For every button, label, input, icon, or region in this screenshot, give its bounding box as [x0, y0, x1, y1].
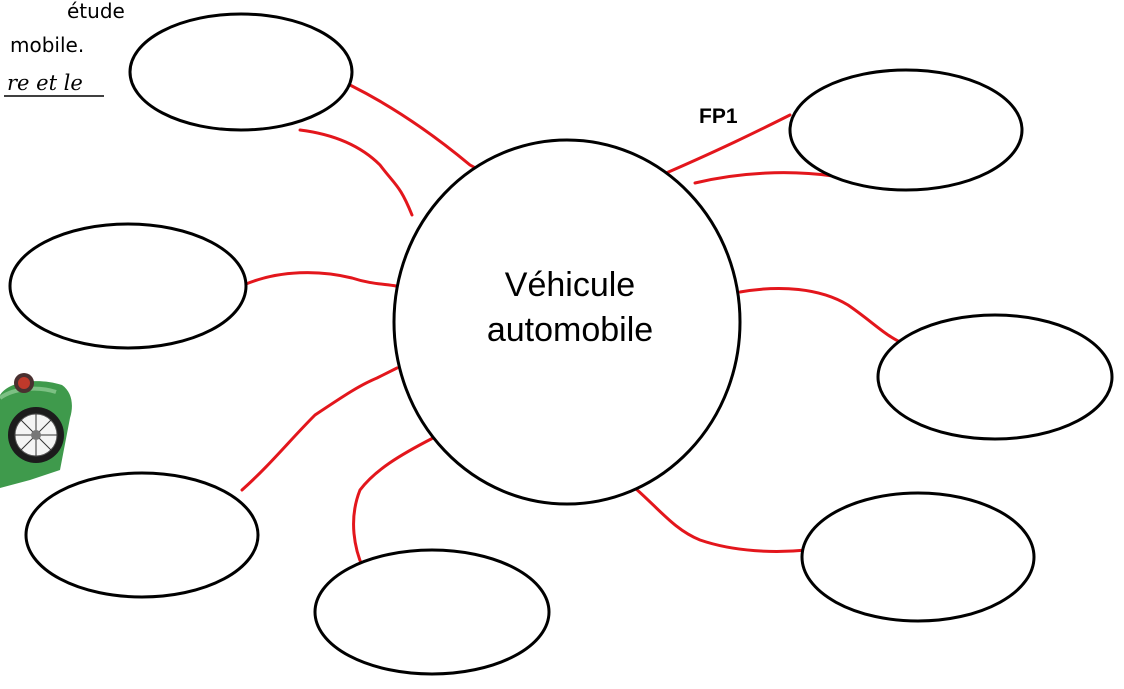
node-top-right: [788, 68, 1024, 192]
center-label-line-1: Véhicule: [505, 266, 635, 304]
link-top-left-to-center: [298, 128, 414, 217]
link-center-to-bottom-right: [633, 486, 809, 553]
intro-text-line-2: mobile.: [10, 33, 84, 57]
center-label-line-2: automobile: [487, 311, 653, 349]
vintage-car-icon: [0, 373, 72, 488]
link-bottom-left-to-center: [240, 366, 399, 492]
intro-text-line-3: re et le: [7, 71, 83, 95]
link-bottom-center-to-center: [352, 436, 435, 570]
node-bottom-left: [24, 471, 260, 599]
node-middle-right: [876, 313, 1114, 441]
node-middle-left: [8, 222, 248, 350]
node-bottom-right: [800, 491, 1036, 623]
intro-text-line-1: étude: [67, 0, 125, 23]
node-top-left: [128, 12, 354, 132]
function-label-fp1: FP1: [699, 105, 738, 128]
link-middle-left-to-center: [244, 271, 398, 288]
node-bottom-center: [313, 548, 551, 676]
link-center-to-middle-right: [738, 287, 902, 344]
link-center-to-top-right: [693, 171, 835, 185]
center-system-node: [392, 138, 742, 506]
